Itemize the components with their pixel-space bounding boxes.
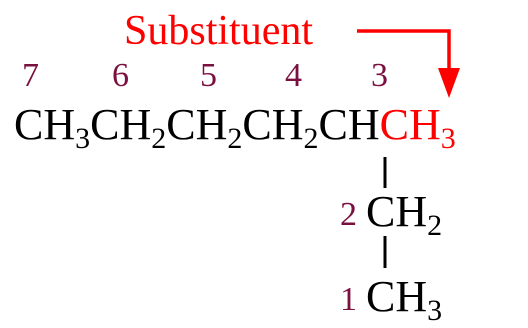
substituent-arrowhead xyxy=(438,68,460,98)
carbon-number-3: 3 xyxy=(371,57,388,94)
chain-group-c5: CH xyxy=(166,100,227,149)
chain-group-c7: CH xyxy=(14,100,75,149)
branch-group-c2: CH2 xyxy=(366,187,442,242)
carbon-number-5: 5 xyxy=(200,57,217,94)
substituent-label: Substituent xyxy=(124,8,313,54)
chain-group-c3: CH xyxy=(319,100,380,149)
carbon-number-4: 4 xyxy=(285,57,302,94)
chain-subscript-c7: 3 xyxy=(75,122,90,155)
main-chain-formula: CH3CH2CH2CH2CHCH3 xyxy=(14,100,456,155)
chain-subscript-c5: 2 xyxy=(227,122,242,155)
substituent-subscript: 3 xyxy=(441,122,456,155)
carbon-number-2: 2 xyxy=(340,196,357,233)
chain-subscript-c6: 2 xyxy=(151,122,166,155)
carbon-number-6: 6 xyxy=(112,57,129,94)
carbon-number-7: 7 xyxy=(22,57,39,94)
chain-group-c4: CH xyxy=(242,100,303,149)
substituent-arrow-line xyxy=(357,29,451,80)
carbon-number-1: 1 xyxy=(340,281,357,318)
chain-group-c6: CH xyxy=(90,100,151,149)
chain-subscript-c4: 2 xyxy=(304,122,319,155)
substituent-group: CH xyxy=(380,100,441,149)
branch-group-c1: CH3 xyxy=(366,272,442,327)
